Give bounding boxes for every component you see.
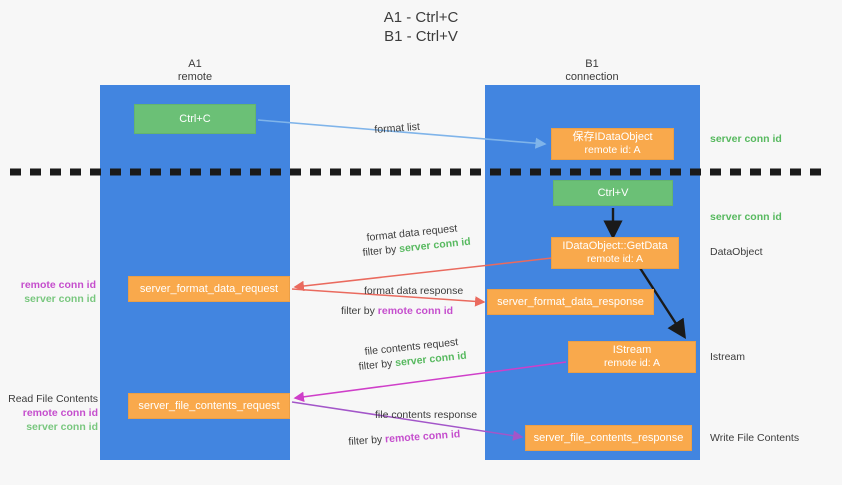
node-server-file-contents-response[interactable]: server_file_contents_response: [525, 425, 692, 451]
filter-by-text-4: filter by: [348, 433, 383, 448]
filter-by-text-1: filter by: [362, 243, 397, 259]
node-ctrl-v[interactable]: Ctrl+V: [553, 180, 673, 206]
filter-by-text-2: filter by: [341, 305, 375, 317]
filter-by-text-3: filter by: [358, 357, 393, 373]
lane-header-a1: A1 remote: [115, 58, 275, 84]
lane-b1-sub: connection: [565, 71, 619, 83]
title-line-1: A1 - Ctrl+C: [383, 9, 459, 26]
node-ctrl-c[interactable]: Ctrl+C: [134, 104, 256, 134]
node-ctrl-c-label: Ctrl+C: [179, 112, 211, 125]
node-server-format-data-request-label: server_format_data_request: [139, 282, 279, 295]
lane-a1-name: A1: [188, 58, 202, 70]
edge-format-data-response: [291, 288, 486, 307]
left-read-file-contents-title: Read File Contents: [8, 393, 98, 405]
node-server-file-contents-response-label: server_file_contents_response: [533, 431, 684, 444]
node-save-idataobject[interactable]: 保存IDataObject remote id: A: [551, 128, 674, 160]
node-save-idataobject-remote-id: remote id: A: [584, 144, 641, 156]
remote-conn-id-text-2: remote conn id: [377, 305, 454, 317]
lane-a1-sub: remote: [177, 71, 213, 83]
node-save-idataobject-label: 保存IDataObject: [572, 131, 653, 143]
edge-label-format-data-response-filter: filter by remote conn id: [341, 305, 453, 318]
edge-file-contents-response: [291, 401, 524, 441]
lane-header-b1: B1 connection: [512, 58, 672, 84]
left-remote-conn-id-2: remote conn id: [22, 407, 98, 419]
node-ctrl-v-label: Ctrl+V: [597, 186, 629, 199]
page-title: A1 - Ctrl+C B1 - Ctrl+V: [0, 8, 842, 46]
lane-b1-name: B1: [585, 58, 599, 70]
left-server-conn-id-2: server conn id: [26, 421, 98, 433]
node-istream-label: IStream: [612, 344, 652, 356]
node-server-file-contents-request[interactable]: server_file_contents_request: [128, 393, 290, 419]
node-getdata-remote-id: remote id: A: [586, 253, 644, 265]
edge-file-contents-request: [293, 361, 567, 403]
edge-format-list: [257, 119, 547, 149]
node-server-format-data-response-label: server_format_data_response: [497, 295, 644, 308]
node-server-format-data-response[interactable]: server_format_data_response: [487, 289, 654, 315]
edge-getdata-istream: [638, 267, 686, 340]
node-istream[interactable]: IStream remote id: A: [568, 341, 696, 373]
node-server-file-contents-request-label: server_file_contents_request: [138, 399, 280, 412]
right-annotation-dataobject: DataObject: [710, 246, 763, 258]
edge-label-format-data-response: format data response: [364, 285, 464, 297]
title-line-2: B1 - Ctrl+V: [384, 28, 458, 45]
right-annotation-write-file-contents: Write File Contents: [710, 432, 800, 444]
left-annotation-read-file-contents: Read File Contents remote conn id server…: [0, 392, 98, 434]
node-istream-remote-id: remote id: A: [603, 357, 661, 369]
node-server-format-data-request[interactable]: server_format_data_request: [128, 276, 290, 302]
edge-format-data-request: [293, 257, 553, 292]
node-idataobject-getdata[interactable]: IDataObject::GetData remote id: A: [551, 237, 679, 269]
right-annotation-server-conn-id-2: server conn id: [710, 211, 782, 223]
right-annotation-istream: Istream: [710, 351, 746, 363]
node-getdata-label: IDataObject::GetData: [562, 240, 668, 252]
left-server-conn-id-1: server conn id: [24, 293, 96, 305]
right-annotation-server-conn-id-1: server conn id: [710, 133, 782, 145]
edge-label-file-contents-response: file contents response: [375, 409, 478, 421]
left-remote-conn-id-1: remote conn id: [20, 279, 96, 291]
left-annotation-conn-ids-1: remote conn id server conn id: [0, 278, 96, 306]
